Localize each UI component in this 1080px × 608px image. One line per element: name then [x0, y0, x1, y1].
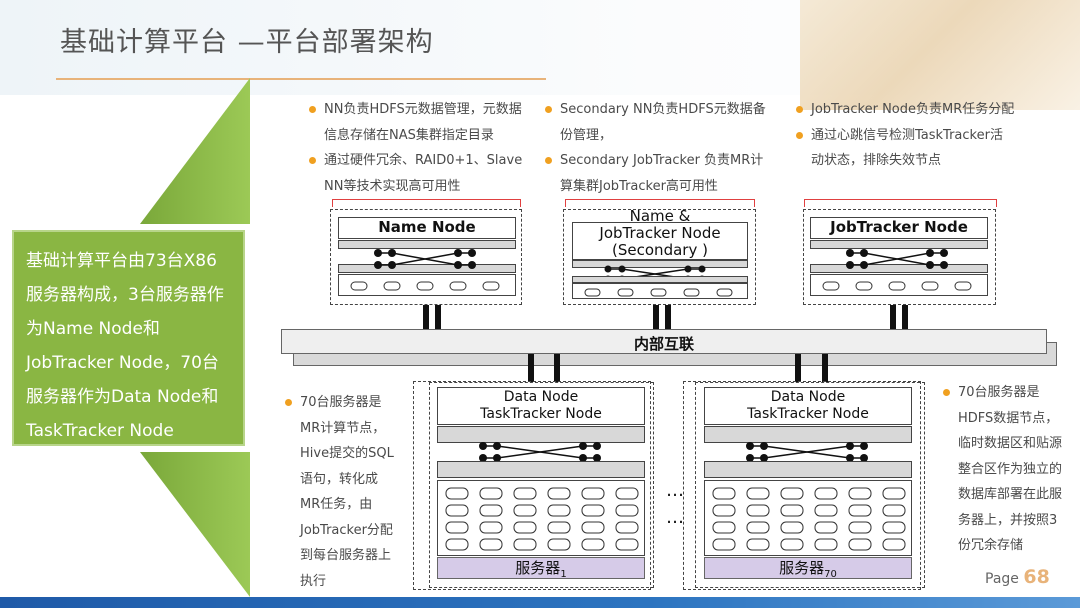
switch-crossover-icon: [846, 249, 948, 269]
secondary-node-band: [572, 276, 748, 283]
data-node-1-header: [437, 387, 645, 425]
interconnect-label: 内部互联: [633, 335, 694, 353]
secondary-node-band: [572, 260, 748, 268]
connector: [423, 305, 429, 329]
secondary-node-disk-row: [572, 283, 748, 299]
data-node-1-disk-array: [437, 480, 645, 556]
bullets-name-node: NN负责HDFS元数据管理，元数据信息存储在NAS集群指定目录 通过硬件冗余、R…: [308, 97, 533, 199]
connector: [795, 354, 801, 382]
interconnect-bus: [281, 329, 1047, 354]
bullets-secondary-node: Secondary NN负责HDFS元数据备份管理， Secondary Job…: [544, 97, 766, 199]
page-number: Page 68: [985, 566, 1050, 588]
brace-name-node: [332, 199, 521, 207]
page-label: Page: [985, 571, 1019, 587]
connector: [528, 354, 534, 382]
name-node-band: [338, 240, 516, 249]
connector: [890, 305, 896, 329]
server-label-text: 服务器: [779, 559, 825, 577]
name-node-header: [338, 217, 516, 239]
bullets-compute-nodes: 70台服务器是MR计算节点，Hive提交的SQL语句，转化成MR任务，由JobT…: [284, 390, 396, 594]
page-number-value: 68: [1023, 566, 1050, 588]
platform-summary-box: 基础计算平台由73台X86服务器构成，3台服务器作为Name Node和JobT…: [12, 230, 245, 446]
jobtracker-node-frame: [803, 209, 996, 305]
ellipsis: …: [666, 480, 685, 501]
switch-crossover-icon: [374, 249, 476, 269]
data-node-1-label: Data Node TaskTracker Node: [437, 389, 645, 423]
jobtracker-node-band: [810, 240, 988, 249]
connector: [435, 305, 441, 329]
data-node-cluster-1-outer: [413, 381, 651, 590]
disk-icons: [584, 288, 733, 297]
data-node-1-band: [437, 426, 645, 443]
slide-title: 基础计算平台 —平台部署架构: [60, 27, 434, 58]
disk-array-icons: [712, 487, 906, 551]
bullet-item: 70台服务器是MR计算节点，Hive提交的SQL语句，转化成MR任务，由JobT…: [284, 390, 396, 594]
name-node-frame: [330, 209, 522, 305]
secondary-label-line: (Secondary ): [612, 241, 708, 259]
ellipsis: …: [666, 507, 685, 528]
header-photo: [800, 0, 1080, 110]
data-node-70-band: [704, 461, 912, 478]
name-node-label: Name Node: [378, 218, 476, 236]
jobtracker-node-header: [810, 217, 988, 239]
bullet-item: Secondary NN负责HDFS元数据备份管理，: [544, 97, 766, 148]
switch-crossover-icon: [746, 442, 868, 462]
connector: [554, 354, 560, 382]
jobtracker-node-band: [810, 264, 988, 273]
secondary-node-frame: [563, 209, 756, 305]
chevron-down-shape: [140, 452, 250, 597]
bullet-item: 70台服务器是HDFS数据节点，临时数据区和贴源整合区作为独立的数据库部署在此服…: [942, 380, 1062, 559]
data-node-1-band: [437, 461, 645, 478]
secondary-node-header: [572, 222, 748, 260]
server-1-label: 服务器1: [437, 557, 645, 580]
jobtracker-node-disk-row: [810, 274, 988, 296]
bullets-data-nodes: 70台服务器是HDFS数据节点，临时数据区和贴源整合区作为独立的数据库部署在此服…: [942, 380, 1062, 559]
disk-icons: [822, 281, 972, 291]
chevron-up-shape: [140, 78, 250, 224]
secondary-node-label: Name & JobTracker Node (Secondary ): [572, 208, 748, 259]
bullet-item: NN负责HDFS元数据管理，元数据信息存储在NAS集群指定目录: [308, 97, 533, 148]
server-label-text: 服务器: [515, 559, 561, 577]
data-node-label-line: TaskTracker Node: [480, 406, 602, 422]
bullets-jobtracker-node: JobTracker Node负责MR任务分配 通过心跳信号检测TaskTrac…: [795, 97, 1015, 174]
secondary-label-line: Name &: [629, 207, 691, 225]
data-node-label-line: TaskTracker Node: [747, 406, 869, 422]
brace-secondary-node: [565, 199, 755, 207]
connector: [653, 305, 659, 329]
disk-array-icons: [445, 487, 639, 551]
connector: [665, 305, 671, 329]
data-node-70-header: [704, 387, 912, 425]
server-label-sub: 1: [560, 569, 567, 580]
footer-bar: [0, 597, 1080, 608]
bullet-item: JobTracker Node负责MR任务分配: [795, 97, 1015, 123]
bullet-item: 通过心跳信号检测TaskTracker活动状态，排除失效节点: [795, 123, 1015, 174]
data-node-label-line: Data Node: [503, 389, 579, 405]
server-label-sub: 70: [824, 569, 837, 580]
data-node-70-band: [704, 426, 912, 443]
jobtracker-node-label: JobTracker Node: [830, 218, 968, 236]
bullet-item: 通过硬件冗余、RAID0+1、Slave NN等技术实现高可用性: [308, 148, 533, 199]
data-node-70-disk-array: [704, 480, 912, 556]
disk-icons: [350, 281, 500, 291]
data-node-cluster-1-inner: [429, 382, 654, 588]
data-node-cluster-70-outer: [683, 381, 921, 590]
connector: [822, 354, 828, 382]
title-underline: [56, 78, 546, 80]
bullet-item: Secondary JobTracker 负责MR计算集群JobTracker高…: [544, 148, 766, 199]
data-node-70-label: Data Node TaskTracker Node: [704, 389, 912, 423]
secondary-label-line: JobTracker Node: [599, 224, 721, 242]
connector: [902, 305, 908, 329]
brace-jobtracker-node: [804, 199, 997, 207]
name-node-disk-row: [338, 274, 516, 296]
data-node-cluster-70-inner: [695, 382, 925, 588]
data-node-label-line: Data Node: [770, 389, 846, 405]
name-node-band: [338, 264, 516, 273]
switch-crossover-icon: [479, 442, 601, 462]
server-70-label: 服务器70: [704, 557, 912, 580]
